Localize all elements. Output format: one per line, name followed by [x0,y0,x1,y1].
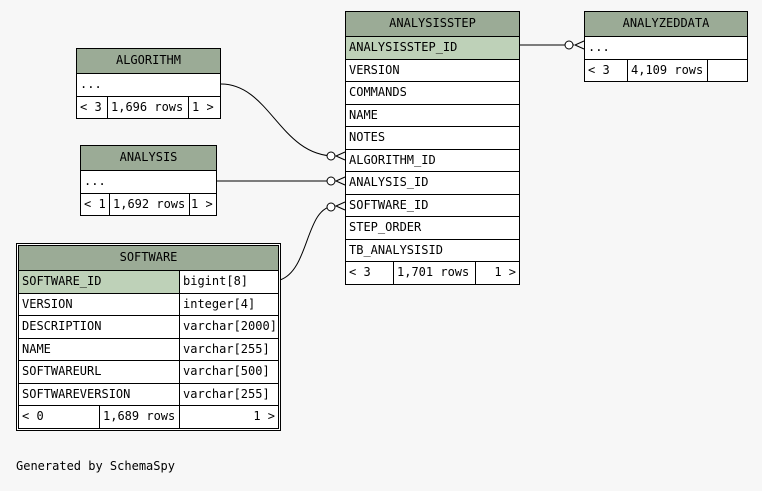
column-name: SOFTWARE_ID [19,271,179,293]
column-row[interactable]: ANALYSISSTEP_ID [346,36,519,59]
table-footer: < 3 1,696 rows 1 > [77,95,220,118]
edge-end-circle [326,151,336,161]
table-title: ANALYSIS [119,150,178,164]
row-count: 1,696 rows [107,96,188,118]
table-title: ANALYSISSTEP [389,16,476,30]
column-name: ALGORITHM_ID [349,152,436,167]
column-row[interactable]: STEP_ORDER [346,216,519,239]
children-count[interactable]: 1 > [179,406,278,428]
children-count[interactable]: 1 > [475,262,519,284]
column-row[interactable]: ALGORITHM_ID [346,148,519,172]
column-row[interactable]: NAME [346,103,519,127]
column-name: VERSION [22,296,73,311]
parents-count[interactable]: < 3 [588,62,610,77]
edge-crowfoot [334,176,346,186]
edge-end-circle [326,202,336,212]
column-name: SOFTWAREVERSION [22,386,131,401]
column-row[interactable]: VERSION integer[4] [19,292,278,315]
edge-crowfoot [334,151,346,161]
ellipsis: ... [588,40,610,54]
edge-crowfoot [334,201,346,211]
column-row[interactable]: COMMANDS [346,81,519,104]
table-title: ANALYZEDDATA [622,16,710,30]
generated-by-credit: Generated by SchemaSpy [16,459,175,473]
column-name: NAME [349,107,378,122]
column-type: bigint[8] [179,271,278,293]
edge-software-analysisstep [279,205,336,281]
column-row[interactable]: SOFTWAREURL varchar[500] [19,360,278,383]
edge-crowfoot [573,40,585,50]
edge-algorithm-analysisstep [220,83,336,157]
table-title: SOFTWARE [119,250,178,264]
column-row[interactable]: VERSION [346,58,519,82]
table-footer: < 3 4,109 rows [585,58,747,81]
column-row[interactable]: ANALYSIS_ID [346,171,519,194]
table-analysisstep[interactable]: ANALYSISSTEP ANALYSISSTEP_ID VERSION COM… [345,11,520,285]
row-count: 1,701 rows [393,262,475,284]
collapsed-columns[interactable]: ... [77,73,220,96]
column-name: ANALYSIS_ID [349,175,429,189]
ellipsis: ... [80,77,102,91]
table-header[interactable]: ALGORITHM [77,49,220,73]
column-name: NOTES [349,130,386,144]
edge-end-circle [326,176,336,186]
column-row[interactable]: NOTES [346,126,519,149]
column-row[interactable]: SOFTWARE_ID [346,193,519,217]
children-count[interactable]: 1 > [188,96,220,118]
table-header[interactable]: ANALYSIS [81,146,216,170]
column-name: COMMANDS [349,85,407,99]
table-title: ALGORITHM [115,53,182,67]
column-type: varchar[2000] [179,316,278,338]
edge-end-circle [564,40,574,50]
parents-count[interactable]: < 1 [84,196,106,211]
collapsed-columns[interactable]: ... [81,170,216,193]
table-header[interactable]: ANALYSISSTEP [346,12,519,36]
column-type: varchar[500] [179,361,278,383]
table-algorithm[interactable]: ALGORITHM ... < 3 1,696 rows 1 > [76,48,221,119]
column-type: integer[4] [179,293,278,315]
collapsed-columns[interactable]: ... [585,36,747,59]
table-software[interactable]: SOFTWARE SOFTWARE_ID bigint[8] VERSION i… [16,243,281,431]
column-type: varchar[255] [179,383,278,405]
ellipsis: ... [84,174,106,188]
column-name: VERSION [349,62,400,77]
children-count [707,59,747,81]
parents-count[interactable]: < 0 [22,409,44,423]
column-row[interactable]: DESCRIPTION varchar[2000] [19,315,278,338]
row-count: 1,689 rows [99,406,179,428]
column-name: STEP_ORDER [349,220,422,234]
table-header[interactable]: ANALYZEDDATA [585,12,747,36]
parents-count[interactable]: < 3 [80,99,102,114]
table-footer: < 0 1,689 rows 1 > [19,405,278,428]
column-name: NAME [22,341,51,356]
column-name: SOFTWARE_ID [349,197,429,212]
column-name: TB_ANALYSISID [349,242,443,257]
column-name: SOFTWAREURL [22,364,102,378]
children-count[interactable]: 1 > [189,193,216,215]
table-footer: < 1 1,692 rows 1 > [81,192,216,215]
row-count: 4,109 rows [627,59,707,81]
table-analysis[interactable]: ANALYSIS ... < 1 1,692 rows 1 > [80,145,217,216]
column-type: varchar[255] [179,338,278,360]
column-row[interactable]: SOFTWARE_ID bigint[8] [19,270,278,293]
column-name: DESCRIPTION [22,319,102,333]
column-name: ANALYSISSTEP_ID [349,40,458,54]
row-count: 1,692 rows [109,193,189,215]
table-footer: < 3 1,701 rows 1 > [346,261,519,284]
table-header[interactable]: SOFTWARE [19,246,278,270]
table-analyzeddata[interactable]: ANALYZEDDATA ... < 3 4,109 rows [584,11,748,82]
parents-count[interactable]: < 3 [349,265,371,279]
column-row[interactable]: SOFTWAREVERSION varchar[255] [19,382,278,405]
column-row[interactable]: NAME varchar[255] [19,337,278,360]
column-row[interactable]: TB_ANALYSISID [346,238,519,262]
